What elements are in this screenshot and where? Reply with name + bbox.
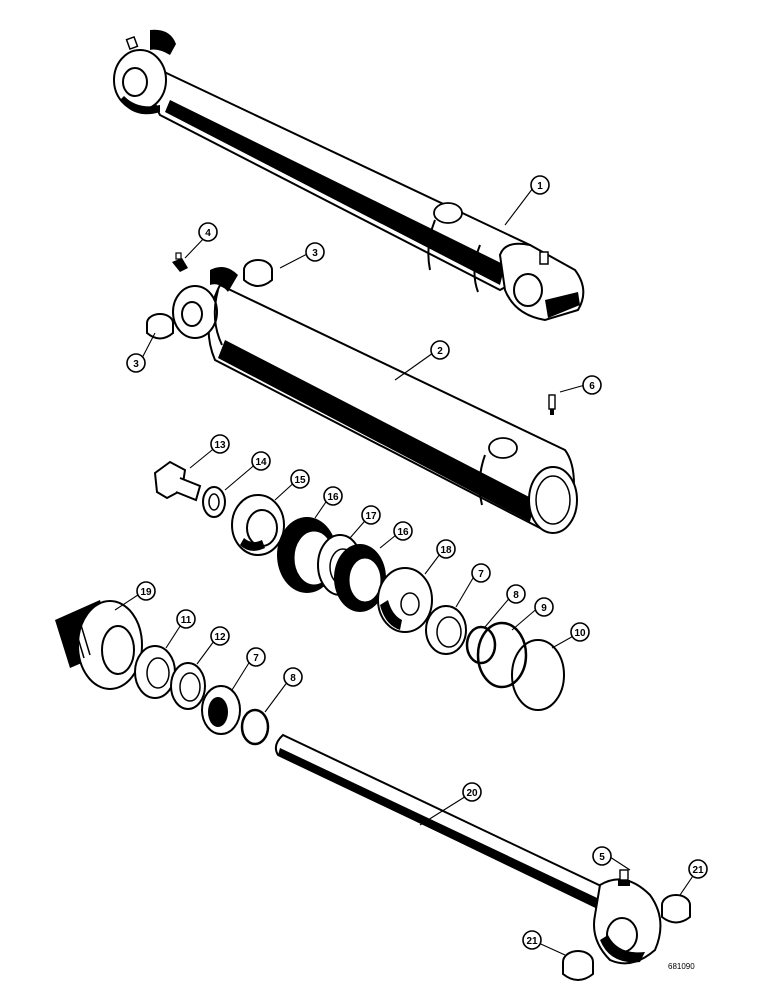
bushing-lower	[146, 313, 174, 340]
bushing-21-right	[661, 894, 691, 924]
callout-21-right: 21	[688, 859, 708, 879]
o-ring-8-upper	[465, 625, 497, 665]
svg-text:8: 8	[513, 590, 519, 601]
washer-14	[202, 486, 226, 518]
callout-20: 20	[462, 782, 482, 802]
callout-7-upper: 7	[471, 563, 491, 583]
svg-text:1: 1	[537, 181, 543, 192]
callout-2: 2	[430, 340, 450, 360]
piston-nut-18	[377, 567, 433, 633]
bleeder-screw-6	[548, 394, 556, 415]
svg-text:3: 3	[133, 359, 139, 370]
grease-fitting-4	[172, 252, 188, 272]
o-ring-8-lower	[240, 708, 270, 746]
svg-text:21: 21	[526, 936, 538, 947]
callout-1: 1	[530, 175, 550, 195]
backup-ring-10	[511, 639, 565, 711]
figure-code: 681090	[668, 962, 695, 971]
seal-12	[170, 662, 206, 710]
callout-18: 18	[436, 539, 456, 559]
callout-7-lower: 7	[246, 647, 266, 667]
callout-4: 4	[198, 222, 218, 242]
svg-text:14: 14	[255, 457, 267, 468]
plug-13	[153, 460, 202, 502]
grease-fitting-5	[618, 869, 630, 886]
cylinder-barrel	[172, 266, 578, 534]
svg-text:17: 17	[365, 511, 377, 522]
svg-text:18: 18	[440, 545, 452, 556]
svg-text:19: 19	[140, 587, 152, 598]
o-ring-9	[476, 621, 528, 689]
svg-text:2: 2	[437, 346, 443, 357]
svg-text:21: 21	[692, 865, 704, 876]
svg-text:15: 15	[294, 475, 306, 486]
bushing-21-left	[562, 950, 594, 981]
callout-8-lower: 8	[283, 667, 303, 687]
svg-text:6: 6	[589, 381, 595, 392]
piston-rod-20	[274, 733, 662, 965]
piston-15	[231, 494, 285, 556]
callout-16-lower: 16	[393, 521, 413, 541]
bushing-7-lower	[201, 685, 241, 735]
wiper-11	[134, 645, 176, 699]
svg-text:3: 3	[312, 248, 318, 259]
callout-10: 10	[570, 622, 590, 642]
svg-text:5: 5	[599, 852, 605, 863]
callout-19: 19	[136, 581, 156, 601]
svg-text:7: 7	[478, 569, 484, 580]
callout-17: 17	[361, 505, 381, 525]
callout-3-upper: 3	[305, 242, 325, 262]
seal-16b	[334, 544, 386, 612]
svg-text:11: 11	[181, 615, 192, 626]
svg-text:10: 10	[574, 628, 586, 639]
svg-text:16: 16	[327, 492, 339, 503]
svg-text:9: 9	[541, 603, 547, 614]
svg-text:8: 8	[290, 673, 296, 684]
callout-21-left: 21	[522, 930, 542, 950]
svg-text:12: 12	[214, 632, 226, 643]
bushing-upper	[243, 259, 273, 287]
callout-5: 5	[592, 846, 612, 866]
svg-text:13: 13	[214, 440, 226, 451]
cylinder-assembly	[113, 29, 585, 322]
svg-text:16: 16	[397, 527, 409, 538]
bushing-7-upper	[425, 605, 467, 655]
svg-text:20: 20	[466, 788, 478, 799]
callout-16-upper: 16	[323, 486, 343, 506]
svg-text:4: 4	[205, 228, 211, 239]
callout-9: 9	[534, 597, 554, 617]
callout-13: 13	[210, 434, 230, 454]
callout-11: 11	[176, 609, 196, 629]
callout-15: 15	[290, 469, 310, 489]
callout-8-upper: 8	[506, 584, 526, 604]
callout-6: 6	[582, 375, 602, 395]
callout-12: 12	[210, 626, 230, 646]
callout-3-lower: 3	[126, 353, 146, 373]
svg-text:7: 7	[253, 653, 259, 664]
cylinder-head-19	[55, 600, 143, 690]
callout-14: 14	[251, 451, 271, 471]
